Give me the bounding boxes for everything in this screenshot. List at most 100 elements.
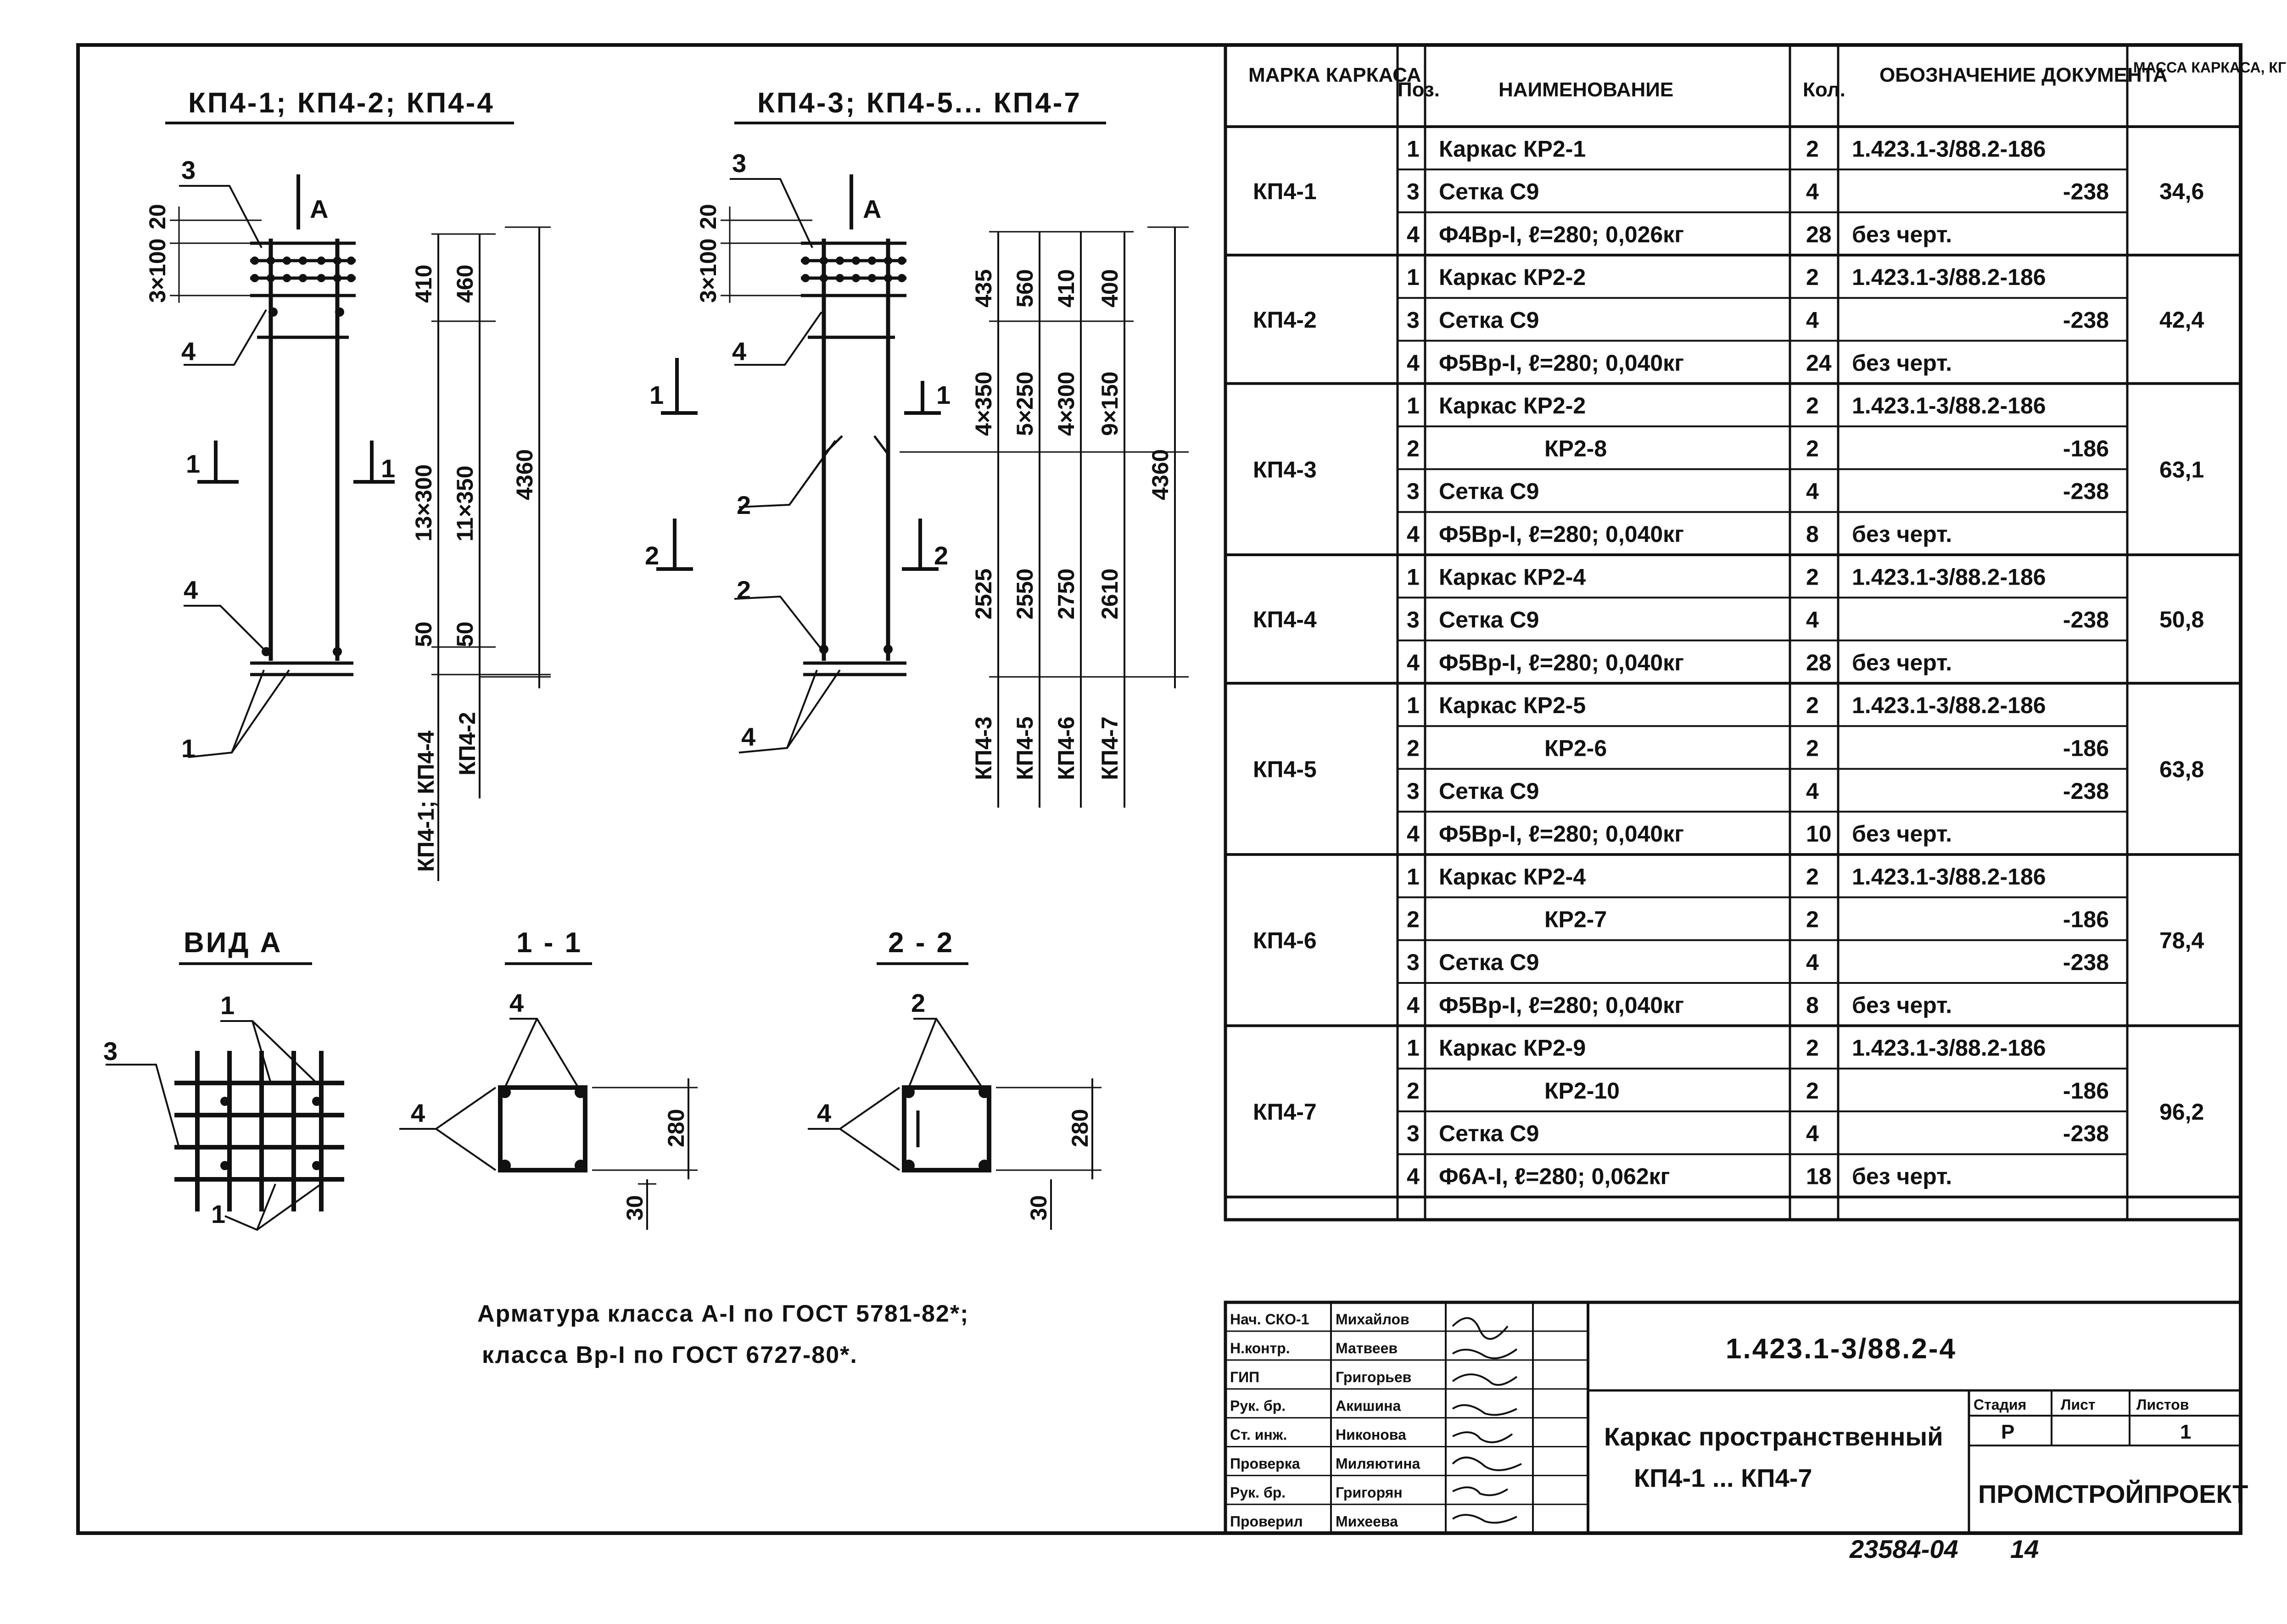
spec-qty: 2 — [1806, 136, 1819, 162]
spec-name: Ф5Вр-I, ℓ=280; 0,040кг — [1439, 350, 1684, 376]
spec-doc: 1.423.1-3/88.2-186 — [1852, 393, 2046, 419]
spec-pos: 4 — [1407, 821, 1420, 847]
signer-name: Акишина — [1336, 1398, 1401, 1414]
right-c3-d: КП4-6 — [1053, 716, 1079, 780]
title-block — [1224, 1300, 2242, 1535]
spec-name: КР2-10 — [1544, 1078, 1620, 1104]
right-sec-2a: 2 — [645, 541, 659, 570]
spec-qty: 2 — [1806, 264, 1819, 290]
spec-pos: 1 — [1407, 564, 1420, 590]
spec-pos: 3 — [1407, 1121, 1420, 1146]
spec-name: Каркас КР2-4 — [1439, 564, 1586, 590]
spec-pos: 3 — [1407, 778, 1420, 804]
spec-pos: 4 — [1407, 1164, 1420, 1189]
right-c4-d: КП4-7 — [1097, 716, 1123, 780]
spec-qty: 18 — [1806, 1164, 1832, 1189]
spec-name: Сетка С9 — [1439, 1121, 1539, 1146]
right-c2-a: 560 — [1012, 269, 1038, 307]
header-mark: МАРКА КАРКАСА — [1248, 64, 1421, 86]
spec-qty: 10 — [1806, 821, 1832, 847]
spec-mark: КП4-3 — [1253, 457, 1317, 482]
spec-name: Ф5Вр-I, ℓ=280; 0,040кг — [1439, 992, 1684, 1018]
header-name: НАИМЕНОВАНИЕ — [1499, 78, 1673, 101]
spec-doc: -186 — [2063, 907, 2109, 932]
right-pos-4-top: 4 — [732, 337, 746, 366]
spec-doc: -238 — [2063, 607, 2109, 633]
spec-mark: КП4-5 — [1253, 757, 1317, 782]
spec-qty: 4 — [1806, 949, 1819, 975]
right-sec-2b: 2 — [934, 541, 948, 570]
section-2-2-title: 2 - 2 — [888, 927, 954, 959]
sheets-label: Листов — [2136, 1396, 2189, 1413]
viewa-pos-1-top: 1 — [220, 991, 235, 1020]
reinforcement-note-2: класса Вр-I по ГОСТ 6727-80*. — [482, 1342, 858, 1368]
section-1-1-title: 1 - 1 — [516, 927, 582, 959]
spec-name: Ф5Вр-I, ℓ=280; 0,040кг — [1439, 650, 1684, 675]
viewa-pos-1-bottom: 1 — [211, 1200, 225, 1228]
spec-mass: 63,8 — [2159, 757, 2204, 782]
spec-doc: -238 — [2063, 307, 2109, 333]
sheets-value: 1 — [2180, 1421, 2191, 1443]
spec-qty: 8 — [1806, 521, 1819, 547]
spec-name: Сетка С9 — [1439, 949, 1539, 975]
spec-doc: без черт. — [1852, 992, 1952, 1018]
spec-mark: КП4-6 — [1253, 928, 1317, 954]
spec-pos: 2 — [1407, 907, 1420, 932]
spec-pos: 4 — [1407, 521, 1420, 547]
spec-qty: 28 — [1806, 222, 1832, 247]
left-sec-1b: 1 — [381, 454, 395, 483]
left-kp-a: КП4-1; КП4-4 — [413, 731, 439, 872]
left-view-title: КП4-1; КП4-2; КП4-4 — [188, 87, 495, 119]
spec-doc: без черт. — [1852, 350, 1952, 376]
signer-role: Ст. инж. — [1230, 1427, 1287, 1443]
left-pos-3: 3 — [181, 156, 196, 184]
spec-qty: 24 — [1806, 350, 1832, 376]
spec-doc: -238 — [2063, 179, 2109, 205]
right-sec-1a: 1 — [649, 380, 664, 409]
signer-name: Матвеев — [1336, 1340, 1398, 1356]
right-c1-b: 4×350 — [971, 372, 996, 436]
title-line-1: Каркас пространственный — [1604, 1422, 1943, 1451]
left-dim-460: 460 — [452, 265, 478, 303]
spec-pos: 3 — [1407, 949, 1420, 975]
signer-role: ГИП — [1230, 1369, 1259, 1385]
section-labels: ВИД А 1 - 1 2 - 2 1 3 1 4 4 280 30 2 4 2… — [103, 927, 1093, 1368]
page-number: 14 — [2010, 1535, 2039, 1563]
right-elevation — [656, 122, 1189, 808]
spec-qty: 4 — [1806, 1121, 1819, 1146]
left-dim-4360: 4360 — [512, 449, 537, 500]
left-dim-13x300: 13×300 — [411, 464, 436, 541]
spec-qty: 4 — [1806, 479, 1819, 504]
spec-pos: 4 — [1407, 222, 1420, 247]
spec-pos: 4 — [1407, 650, 1420, 675]
spec-mass: 96,2 — [2159, 1099, 2204, 1125]
spec-name: Ф4Вр-I, ℓ=280; 0,026кг — [1439, 222, 1684, 247]
right-view-title: КП4-3; КП4-5... КП4-7 — [757, 87, 1082, 119]
spec-pos: 1 — [1407, 1035, 1420, 1061]
spec-qty: 2 — [1806, 736, 1819, 761]
spec-qty: 2 — [1806, 864, 1819, 889]
left-dim-410: 410 — [411, 265, 436, 303]
right-pos-3: 3 — [732, 149, 746, 178]
sec11-pos-4-left: 4 — [411, 1099, 425, 1127]
spec-doc: 1.423.1-3/88.2-186 — [1852, 692, 2046, 718]
spec-qty: 2 — [1806, 1078, 1819, 1104]
right-c4-c: 2610 — [1097, 569, 1123, 619]
right-c3-b: 4×300 — [1053, 372, 1079, 436]
spec-qty: 2 — [1806, 1035, 1819, 1061]
reinforcement-note-1: Арматура класса А-I по ГОСТ 5781-82*; — [477, 1300, 969, 1327]
signer-role: Нач. СКО-1 — [1230, 1311, 1309, 1328]
signer-role: Проверка — [1230, 1456, 1300, 1472]
